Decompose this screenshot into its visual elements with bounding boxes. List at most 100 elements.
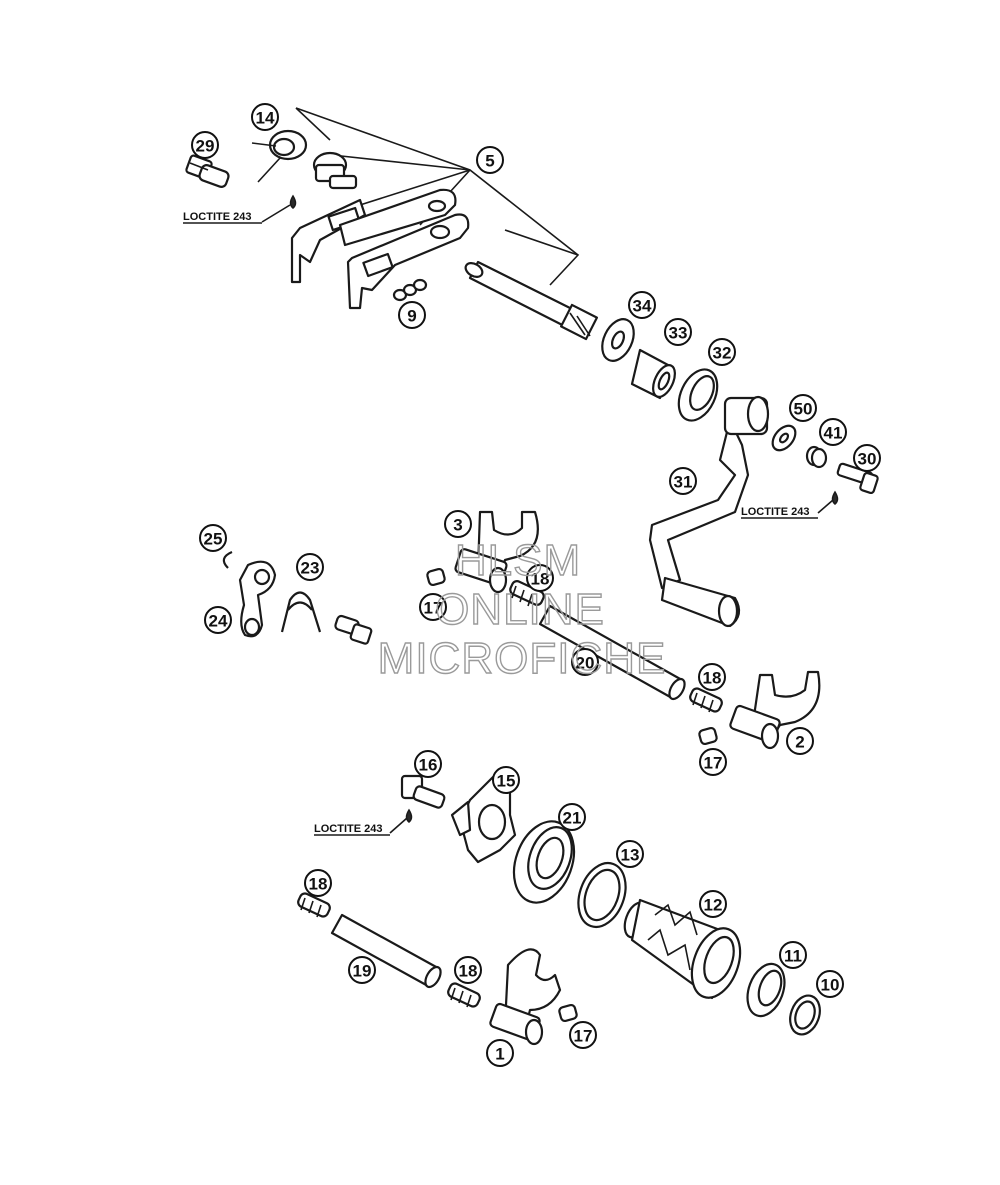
callout-circle	[571, 648, 599, 676]
shift-drum-part-12	[623, 898, 742, 1000]
pin-part-17-upper	[426, 567, 446, 587]
spring-part-23	[280, 591, 322, 633]
callout-circle	[616, 840, 644, 868]
bolt-part-29	[185, 154, 230, 188]
callout-circle	[454, 956, 482, 984]
callout-20: 20	[571, 648, 599, 676]
callout-circle	[191, 131, 219, 159]
shift-fork-part-3	[454, 510, 539, 594]
callout-number: 21	[563, 809, 582, 828]
callout-50: 50	[789, 394, 817, 422]
callout-18: 18	[304, 869, 332, 897]
callout-circle	[398, 301, 426, 329]
callout-17: 17	[419, 593, 447, 621]
callout-9: 9	[398, 301, 426, 329]
rod-part-19	[330, 913, 442, 989]
callout-circle	[569, 1021, 597, 1049]
watermark-line-1: HLSM	[455, 536, 581, 585]
callout-number: 12	[704, 896, 723, 915]
callout-number: 33	[669, 324, 688, 343]
callout-number: 31	[674, 473, 693, 492]
watermark: HLSM ONLINE MICROFICHE	[377, 535, 667, 683]
callout-circle	[526, 564, 554, 592]
callout-number: 50	[794, 400, 813, 419]
loctite-label-2: LOCTITE 243	[741, 506, 818, 519]
callout-number: 17	[574, 1027, 593, 1046]
callout-circle	[699, 890, 727, 918]
watermark-line-2: ONLINE	[435, 585, 605, 634]
callout-circle	[853, 444, 881, 472]
callout-24: 24	[204, 606, 232, 634]
callout-number: 25	[204, 530, 223, 549]
callout-31: 31	[669, 467, 697, 495]
callout-34: 34	[628, 291, 656, 319]
loctite-label-1: LOCTITE 243	[183, 211, 262, 224]
shift-shaft	[464, 260, 599, 341]
stud-nut	[312, 151, 358, 190]
spring-part-14	[251, 129, 308, 183]
callout-circle	[699, 748, 727, 776]
callout-number: 24	[209, 612, 228, 631]
ring-part-10	[789, 994, 821, 1036]
washer-part-13	[577, 861, 627, 929]
callout-19: 19	[348, 956, 376, 984]
callout-17: 17	[569, 1021, 597, 1049]
spring-part-18-mid	[689, 687, 723, 713]
callout-number: 18	[703, 669, 722, 688]
callout-16: 16	[414, 750, 442, 778]
callout-18: 18	[454, 956, 482, 984]
callout-number: 1	[495, 1045, 504, 1064]
callout-number: 23	[301, 559, 320, 578]
callout-18: 18	[526, 564, 554, 592]
loctite-drop-2	[831, 490, 839, 505]
callout-circle	[414, 750, 442, 778]
callout-13: 13	[616, 840, 644, 868]
shift-plate-lower	[346, 213, 470, 310]
callout-number: 13	[621, 846, 640, 865]
callout-circle	[779, 941, 807, 969]
callout-number: 34	[633, 297, 652, 316]
callout-circle	[444, 510, 472, 538]
callout-number: 2	[795, 733, 804, 752]
washer-part-34	[601, 318, 635, 362]
callout-14: 14	[251, 103, 279, 131]
loctite-text-2: LOCTITE 243	[741, 506, 809, 518]
lever-part-24	[238, 560, 277, 638]
callout-number: 10	[821, 976, 840, 995]
callout-21: 21	[558, 803, 586, 831]
leader-lines	[261, 204, 834, 834]
callout-29: 29	[191, 131, 219, 159]
callout-circle	[492, 766, 520, 794]
callout-41: 41	[819, 418, 847, 446]
callout-circle	[476, 146, 504, 174]
callout-circle	[698, 663, 726, 691]
callout-number: 3	[453, 516, 462, 535]
callout-12: 12	[699, 890, 727, 918]
callout-circle	[558, 803, 586, 831]
callout-circle	[708, 338, 736, 366]
callout-18: 18	[698, 663, 726, 691]
callout-number: 29	[196, 137, 215, 156]
circlip-part-25	[222, 550, 233, 569]
shift-lever-part-31	[648, 395, 770, 628]
bearing-part-11	[746, 962, 786, 1018]
callout-number: 32	[713, 344, 732, 363]
shift-fork-part-1	[489, 948, 562, 1046]
callout-number: 16	[419, 756, 438, 775]
callout-number: 15	[497, 772, 516, 791]
rod-part-20	[538, 604, 686, 701]
callout-group: 1429593433325041303132523241817201821716…	[191, 103, 881, 1067]
callout-32: 32	[708, 338, 736, 366]
callout-number: 18	[309, 875, 328, 894]
callout-circle	[419, 593, 447, 621]
watermark-line-3: MICROFICHE	[378, 634, 667, 683]
pin-part-17-mid	[698, 726, 718, 746]
callout-number: 17	[704, 754, 723, 773]
callout-2: 2	[786, 727, 814, 755]
loctite-text-1: LOCTITE 243	[183, 211, 251, 223]
callout-number: 17	[424, 599, 443, 618]
callout-circle	[786, 727, 814, 755]
shift-plate-upper	[290, 188, 457, 284]
